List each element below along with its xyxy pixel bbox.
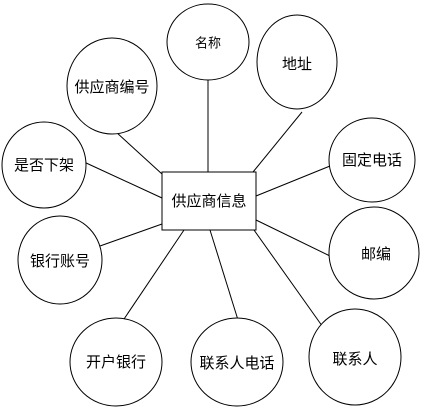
attribute-ellipse [256,14,338,110]
edge-supplier-id [115,131,163,175]
attribute-label: 开户银行 [86,353,146,371]
entity-supplier-info: 供应商信息 [161,171,257,231]
attribute-supplier-id: 供应商编号 [66,37,158,135]
attribute-label: 联系人 [332,350,377,368]
attribute-label: 固定电话 [342,151,402,169]
entity-box [161,171,257,231]
attribute-ellipse [308,308,402,406]
attribute-fixed-phone: 固定电话 [328,117,416,203]
attribute-label: 银行账号 [30,252,90,270]
attribute-bank: 开户银行 [69,317,163,407]
attribute-contact: 联系人 [308,308,402,406]
attribute-ellipse [328,206,420,300]
attribute-postcode: 邮编 [328,206,420,300]
attribute-bank-account: 银行账号 [17,215,103,305]
attribute-is-off-shelf: 是否下架 [1,121,87,209]
attribute-label: 名称 [195,36,221,52]
attribute-label: 供应商编号 [74,78,149,96]
attribute-label: 联系人电话 [199,354,274,372]
attribute-ellipse [190,317,284,407]
attribute-ellipse [17,215,103,305]
attribute-ellipse [328,117,416,203]
edge-address [252,111,303,173]
edge-bank-account [99,223,163,247]
attribute-label: 邮编 [361,245,391,263]
edge-postcode [255,219,331,257]
edge-bank [121,229,185,323]
attribute-ellipse [166,3,250,81]
attribute-name: 名称 [166,3,250,81]
attribute-ellipse [1,121,87,209]
attribute-ellipse [66,37,158,135]
entity-label: 供应商信息 [171,192,246,210]
attribute-contact-phone: 联系人电话 [190,317,284,407]
edge-contact [253,229,326,331]
edge-contact-phone [209,229,239,321]
edge-fixed-phone [255,165,331,197]
attribute-label: 是否下架 [14,156,74,174]
connector-lines [83,78,331,331]
attribute-address: 地址 [256,14,338,110]
attribute-ellipse [69,317,163,407]
edge-is-off-shelf [83,161,163,199]
attribute-label: 地址 [282,55,312,73]
